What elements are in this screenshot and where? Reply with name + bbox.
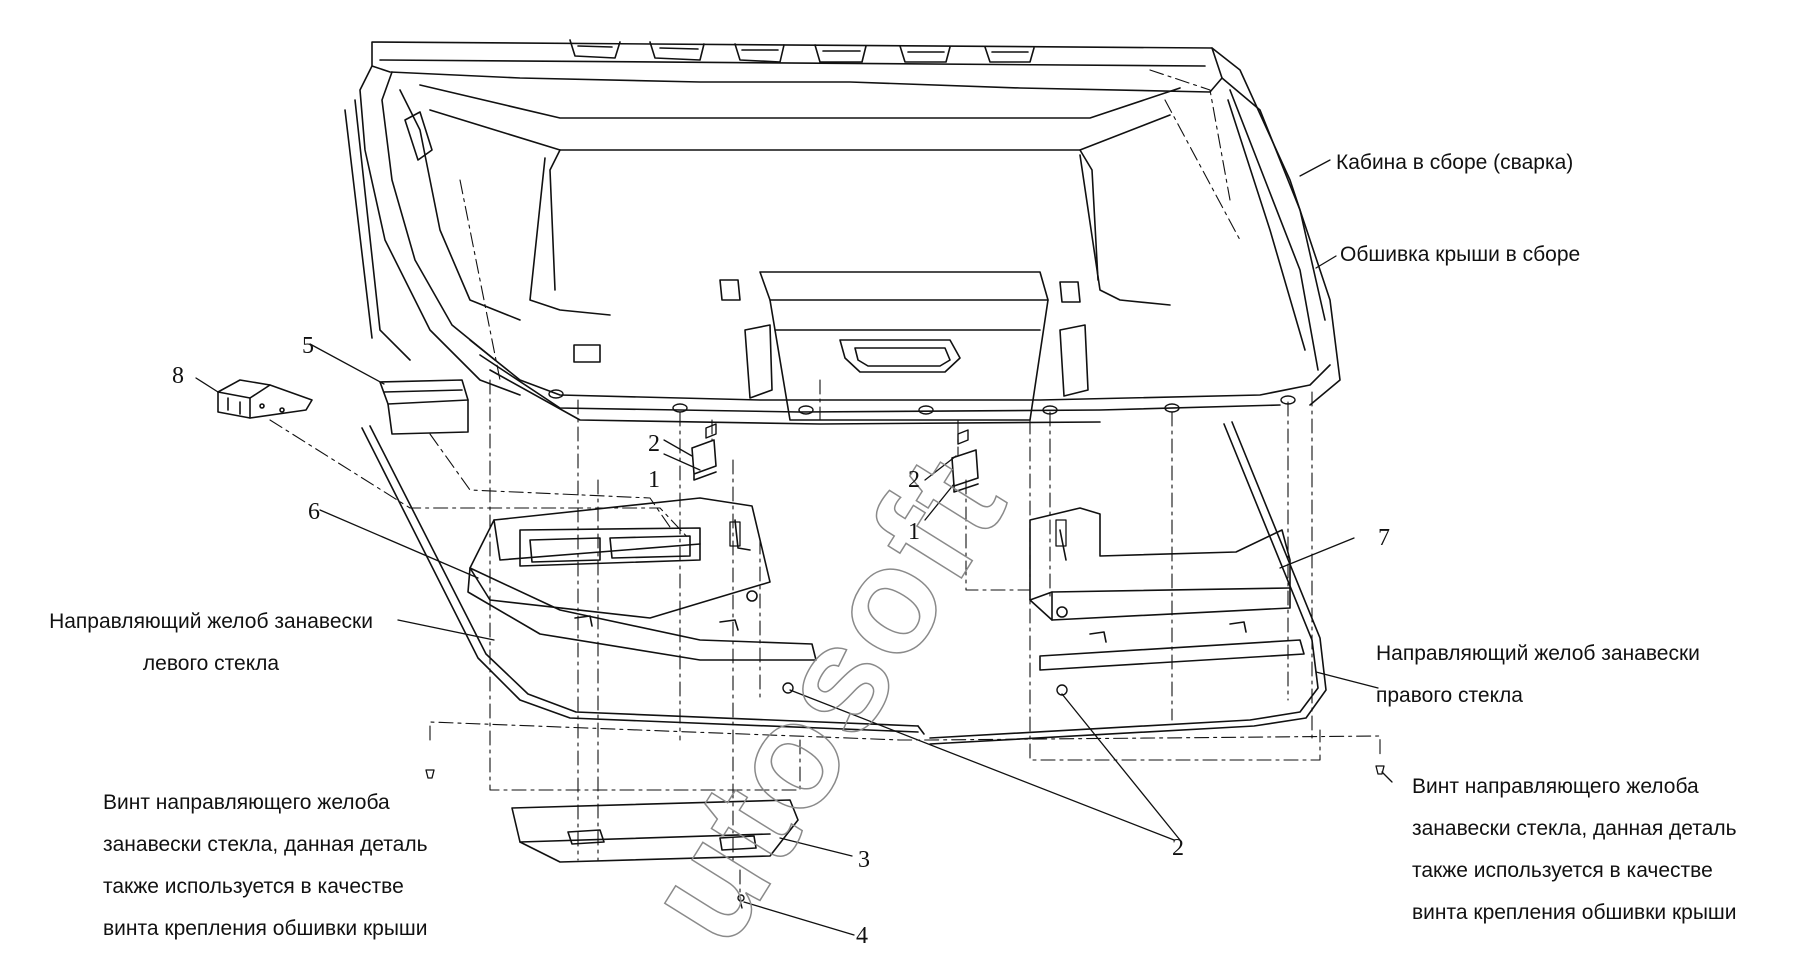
callout-1-left: 1 — [648, 467, 660, 493]
callout-7: 7 — [1378, 525, 1390, 551]
callout-4: 4 — [856, 923, 868, 949]
callout-5: 5 — [302, 333, 314, 359]
label-left-guide: Направляющий желоб занавески левого стек… — [22, 601, 400, 685]
callout-6: 6 — [308, 499, 320, 525]
label-left-screw-line1: Винт направляющего желоба — [103, 791, 390, 814]
part-7-panel — [1029, 507, 1305, 671]
part-8-bracket — [217, 379, 313, 419]
callout-2-left: 2 — [648, 431, 660, 457]
callout-1-right: 1 — [908, 519, 920, 545]
label-left-screw-line3: также используется в качестве — [103, 875, 404, 898]
part-2-screws — [705, 423, 1068, 909]
guide-screws — [425, 765, 1385, 779]
label-left-screw-line4: винта крепления обшивки крыши — [103, 917, 428, 940]
callout-8: 8 — [172, 363, 184, 389]
part-3-cover — [511, 799, 799, 863]
part-1-clips — [691, 439, 979, 493]
label-right-guide: Направляющий желоб занавески правого сте… — [1376, 633, 1700, 717]
callout-2-bottom: 2 — [1172, 835, 1184, 861]
part-6-panel — [467, 497, 817, 661]
label-roof-lining: Обшивка крыши в сборе — [1340, 243, 1581, 266]
label-right-guide-line2: правого стекла — [1376, 684, 1523, 707]
label-right-screw-line4: винта крепления обшивки крыши — [1412, 901, 1737, 924]
panel-clips — [729, 519, 1067, 547]
cab-assembly — [344, 39, 1341, 425]
right-guide-rail — [929, 421, 1327, 745]
label-left-screw-line2: занавески стекла, данная деталь — [103, 833, 428, 856]
label-left-screw: Винт направляющего желоба занавески стек… — [103, 782, 428, 950]
left-guide-rail — [361, 425, 925, 735]
callout-3: 3 — [858, 847, 870, 873]
label-cab-assembly: Кабина в сборе (сварка) — [1336, 151, 1574, 174]
part-5-tray — [379, 379, 469, 435]
label-right-guide-line1: Направляющий желоб занавески — [1376, 642, 1700, 665]
label-left-guide-line1: Направляющий желоб занавески — [49, 610, 373, 633]
construction-lines — [269, 69, 1381, 899]
label-right-screw-line3: также используется в качестве — [1412, 859, 1713, 882]
label-left-guide-line2: левого стекла — [142, 652, 280, 675]
label-right-screw-line1: Винт направляющего желоба — [1412, 775, 1699, 798]
label-right-screw-line2: занавески стекла, данная деталь — [1412, 817, 1737, 840]
label-right-screw: Винт направляющего желоба занавески стек… — [1412, 766, 1737, 934]
leader-lines — [195, 159, 1393, 936]
callout-2-right: 2 — [908, 467, 920, 493]
